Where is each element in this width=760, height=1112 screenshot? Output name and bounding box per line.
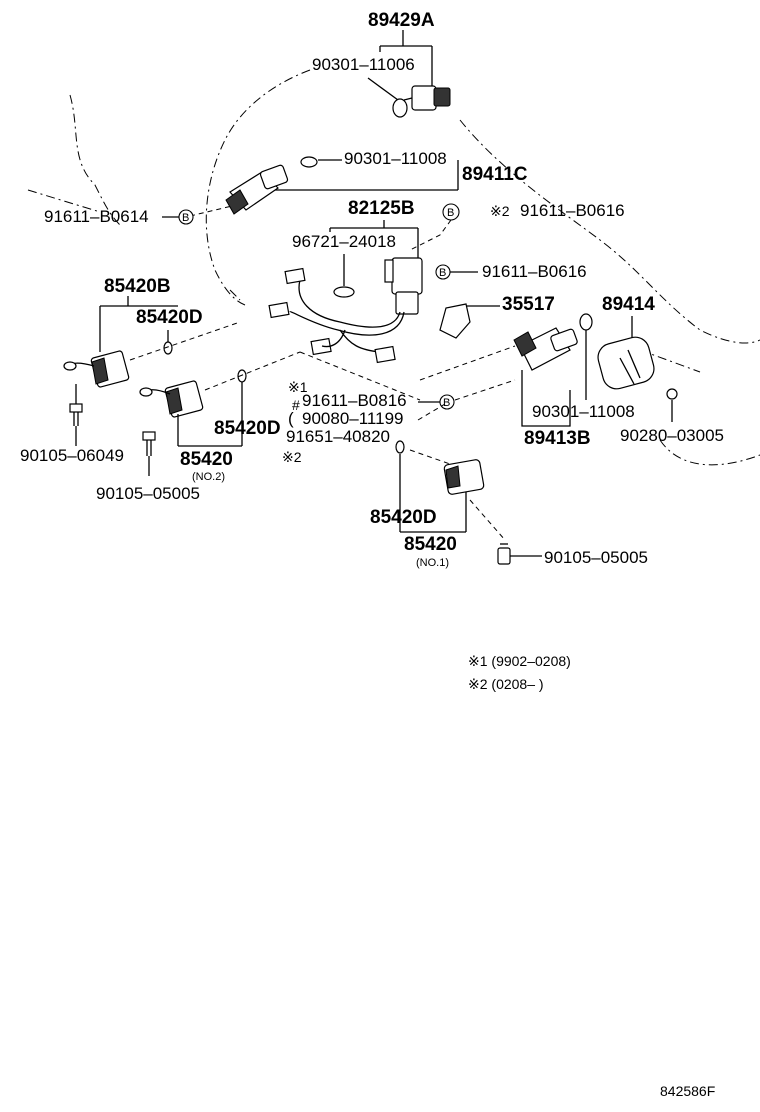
label-89429A: 89429A — [368, 10, 435, 31]
svg-text:(: ( — [288, 409, 294, 428]
svg-text:B: B — [447, 207, 454, 219]
svg-text:B: B — [182, 212, 189, 224]
solenoid-85420B: 85420B 85420D 90105–06049 — [20, 276, 241, 465]
label-90301-11008-top: 90301–11008 — [344, 149, 447, 168]
label-90301-11006: 90301–11006 — [312, 55, 415, 74]
o-ring-shape — [392, 98, 408, 118]
sensor-89429A: 89429A 90301–11006 — [312, 10, 451, 118]
label-85420D-top: 85420D — [136, 307, 203, 328]
sensor-89411C: 90301–11008 89411C 91611–B0614 B — [44, 149, 528, 226]
label-90301-11008-right: 90301–11008 — [532, 402, 635, 421]
label-90280-03005: 90280–03005 — [620, 426, 724, 445]
label-35517: 35517 — [502, 294, 555, 315]
svg-text:B: B — [443, 397, 450, 409]
solenoid-85420-no1: 85420D 85420 (NO.1) 90105–05005 — [370, 440, 648, 569]
label-91651-40820: 91651–40820 — [286, 427, 390, 446]
label-no2: (NO.2) — [192, 471, 225, 483]
sensor-89413B: 90301–11008 89413B — [419, 313, 635, 449]
label-91611-B0614: 91611–B0614 — [44, 207, 149, 226]
note-line-1: ※1 (9902–0208) — [468, 653, 571, 669]
label-90105-05005-left: 90105–05005 — [96, 484, 200, 503]
label-89414: 89414 — [602, 294, 655, 315]
label-90105-06049: 90105–06049 — [20, 446, 124, 465]
cylinder-shape — [597, 336, 655, 390]
label-89411C: 89411C — [462, 164, 528, 185]
bracket-35517: 35517 — [439, 294, 555, 339]
note-line-2: ※2 (0208– ) — [468, 676, 544, 692]
label-85420-no2: 85420 — [180, 449, 233, 470]
svg-text:B: B — [439, 267, 446, 279]
label-89413B: 89413B — [524, 428, 591, 449]
notes-block: ※1 (9902–0208) ※2 (0208– ) — [468, 653, 571, 692]
label-85420-no1: 85420 — [404, 534, 457, 555]
svg-text:※2: ※2 — [490, 203, 510, 219]
svg-text:※2: ※2 — [282, 449, 302, 465]
svg-text:※1: ※1 — [288, 379, 308, 395]
harness-82125B: 82125B B ※2 91611–B0616 96721–24018 B 91… — [268, 198, 625, 364]
solenoid-85420-no2: 85420D 85420 (NO.2) 90105–05005 — [96, 351, 301, 503]
label-82125B: 82125B — [348, 198, 415, 219]
bolt-group-center: ※1 # 91611–B0816 B ( 90080–11199 91651–4… — [282, 351, 455, 465]
label-90080-11199: 90080–11199 — [302, 409, 403, 428]
label-96721-24018: 96721–24018 — [292, 232, 396, 251]
label-91611-B0816: 91611–B0816 — [302, 391, 407, 410]
label-85420D-bottom: 85420D — [370, 507, 437, 528]
housing-outline — [27, 69, 760, 466]
label-85420D-mid: 85420D — [214, 418, 281, 439]
label-91611-B0616: 91611–B0616 — [482, 262, 587, 281]
diagram-code: 842586F — [660, 1083, 715, 1099]
part-89414: 89414 90280–03005 — [597, 294, 724, 445]
label-91611-B0616-top: 91611–B0616 — [520, 201, 625, 220]
svg-text:#: # — [292, 397, 300, 413]
label-90105-05005-right: 90105–05005 — [544, 548, 648, 567]
label-no1: (NO.1) — [416, 557, 449, 569]
label-85420B: 85420B — [104, 276, 171, 297]
o-ring-shape-2 — [300, 156, 318, 168]
sensor-body-shape — [411, 85, 437, 111]
